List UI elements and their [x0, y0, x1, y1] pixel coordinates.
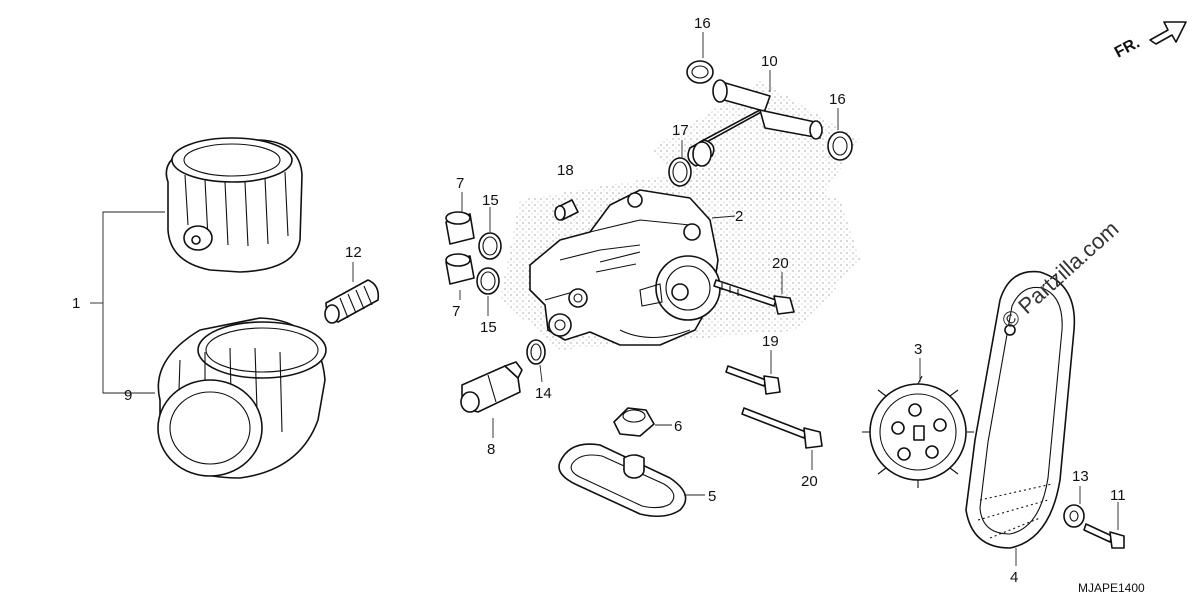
callout-16-right: 16 — [829, 91, 846, 108]
callout-6: 6 — [674, 418, 682, 435]
collar-7-lower — [445, 253, 475, 285]
callout-7-lower: 7 — [452, 303, 460, 320]
grommet-6 — [613, 407, 655, 437]
callout-9: 9 — [124, 387, 132, 404]
dowel-pin-18 — [554, 199, 579, 221]
callout-2: 2 — [735, 208, 743, 225]
callout-15-upper: 15 — [482, 192, 499, 209]
oil-strainer-5 — [558, 443, 687, 518]
callout-5: 5 — [708, 488, 716, 505]
pump-sprocket-3 — [862, 375, 974, 488]
callout-1: 1 — [72, 295, 80, 312]
oil-filter-cap — [165, 137, 303, 273]
bolt-20-upper — [713, 279, 795, 315]
callout-12: 12 — [345, 244, 362, 261]
collar-7-upper — [445, 211, 475, 245]
callout-14: 14 — [535, 385, 552, 402]
callout-13: 13 — [1072, 468, 1089, 485]
callout-15-lower: 15 — [480, 319, 497, 336]
stipple-area-pipe — [650, 80, 860, 200]
watermark: © Partzilla.com — [997, 216, 1124, 334]
callout-16-upper: 16 — [694, 15, 711, 32]
o-ring-17 — [668, 157, 692, 187]
callout-7-upper: 7 — [456, 175, 464, 192]
callout-11: 11 — [1110, 487, 1126, 504]
bolt-11 — [1083, 523, 1125, 549]
washer-13 — [1063, 504, 1085, 528]
drive-chain-4 — [965, 270, 1076, 549]
callout-10: 10 — [761, 53, 778, 70]
oil-pipe-10 — [687, 79, 823, 167]
front-direction-label: FR. — [1112, 34, 1143, 61]
o-ring-15-lower — [476, 267, 500, 295]
drawing-code: MJAPE1400 — [1078, 581, 1145, 595]
bracket-leader-1-9 — [102, 211, 165, 394]
seal-16-right — [827, 131, 853, 161]
leader-14 — [539, 364, 543, 383]
o-ring-14 — [526, 339, 546, 365]
front-arrow-icon — [1149, 21, 1187, 45]
front-direction-indicator: FR. — [1112, 21, 1187, 62]
seal-16-upper — [686, 60, 714, 84]
callout-18: 18 — [557, 162, 574, 179]
callout-3: 3 — [914, 341, 922, 358]
callout-4: 4 — [1010, 569, 1018, 586]
leader-2 — [711, 215, 736, 219]
bolt-20-lower — [741, 407, 823, 449]
callout-17: 17 — [672, 122, 689, 139]
callout-19: 19 — [762, 333, 779, 350]
callout-20-upper: 20 — [772, 255, 789, 272]
oil-filter — [157, 317, 327, 479]
callout-20-lower: 20 — [801, 473, 818, 490]
o-ring-15-upper — [478, 232, 502, 260]
relief-valve-8 — [460, 361, 523, 413]
callout-8: 8 — [487, 441, 495, 458]
nipple-12 — [324, 279, 380, 324]
bolt-19 — [725, 365, 781, 395]
oil-pump-assembly — [529, 189, 721, 346]
